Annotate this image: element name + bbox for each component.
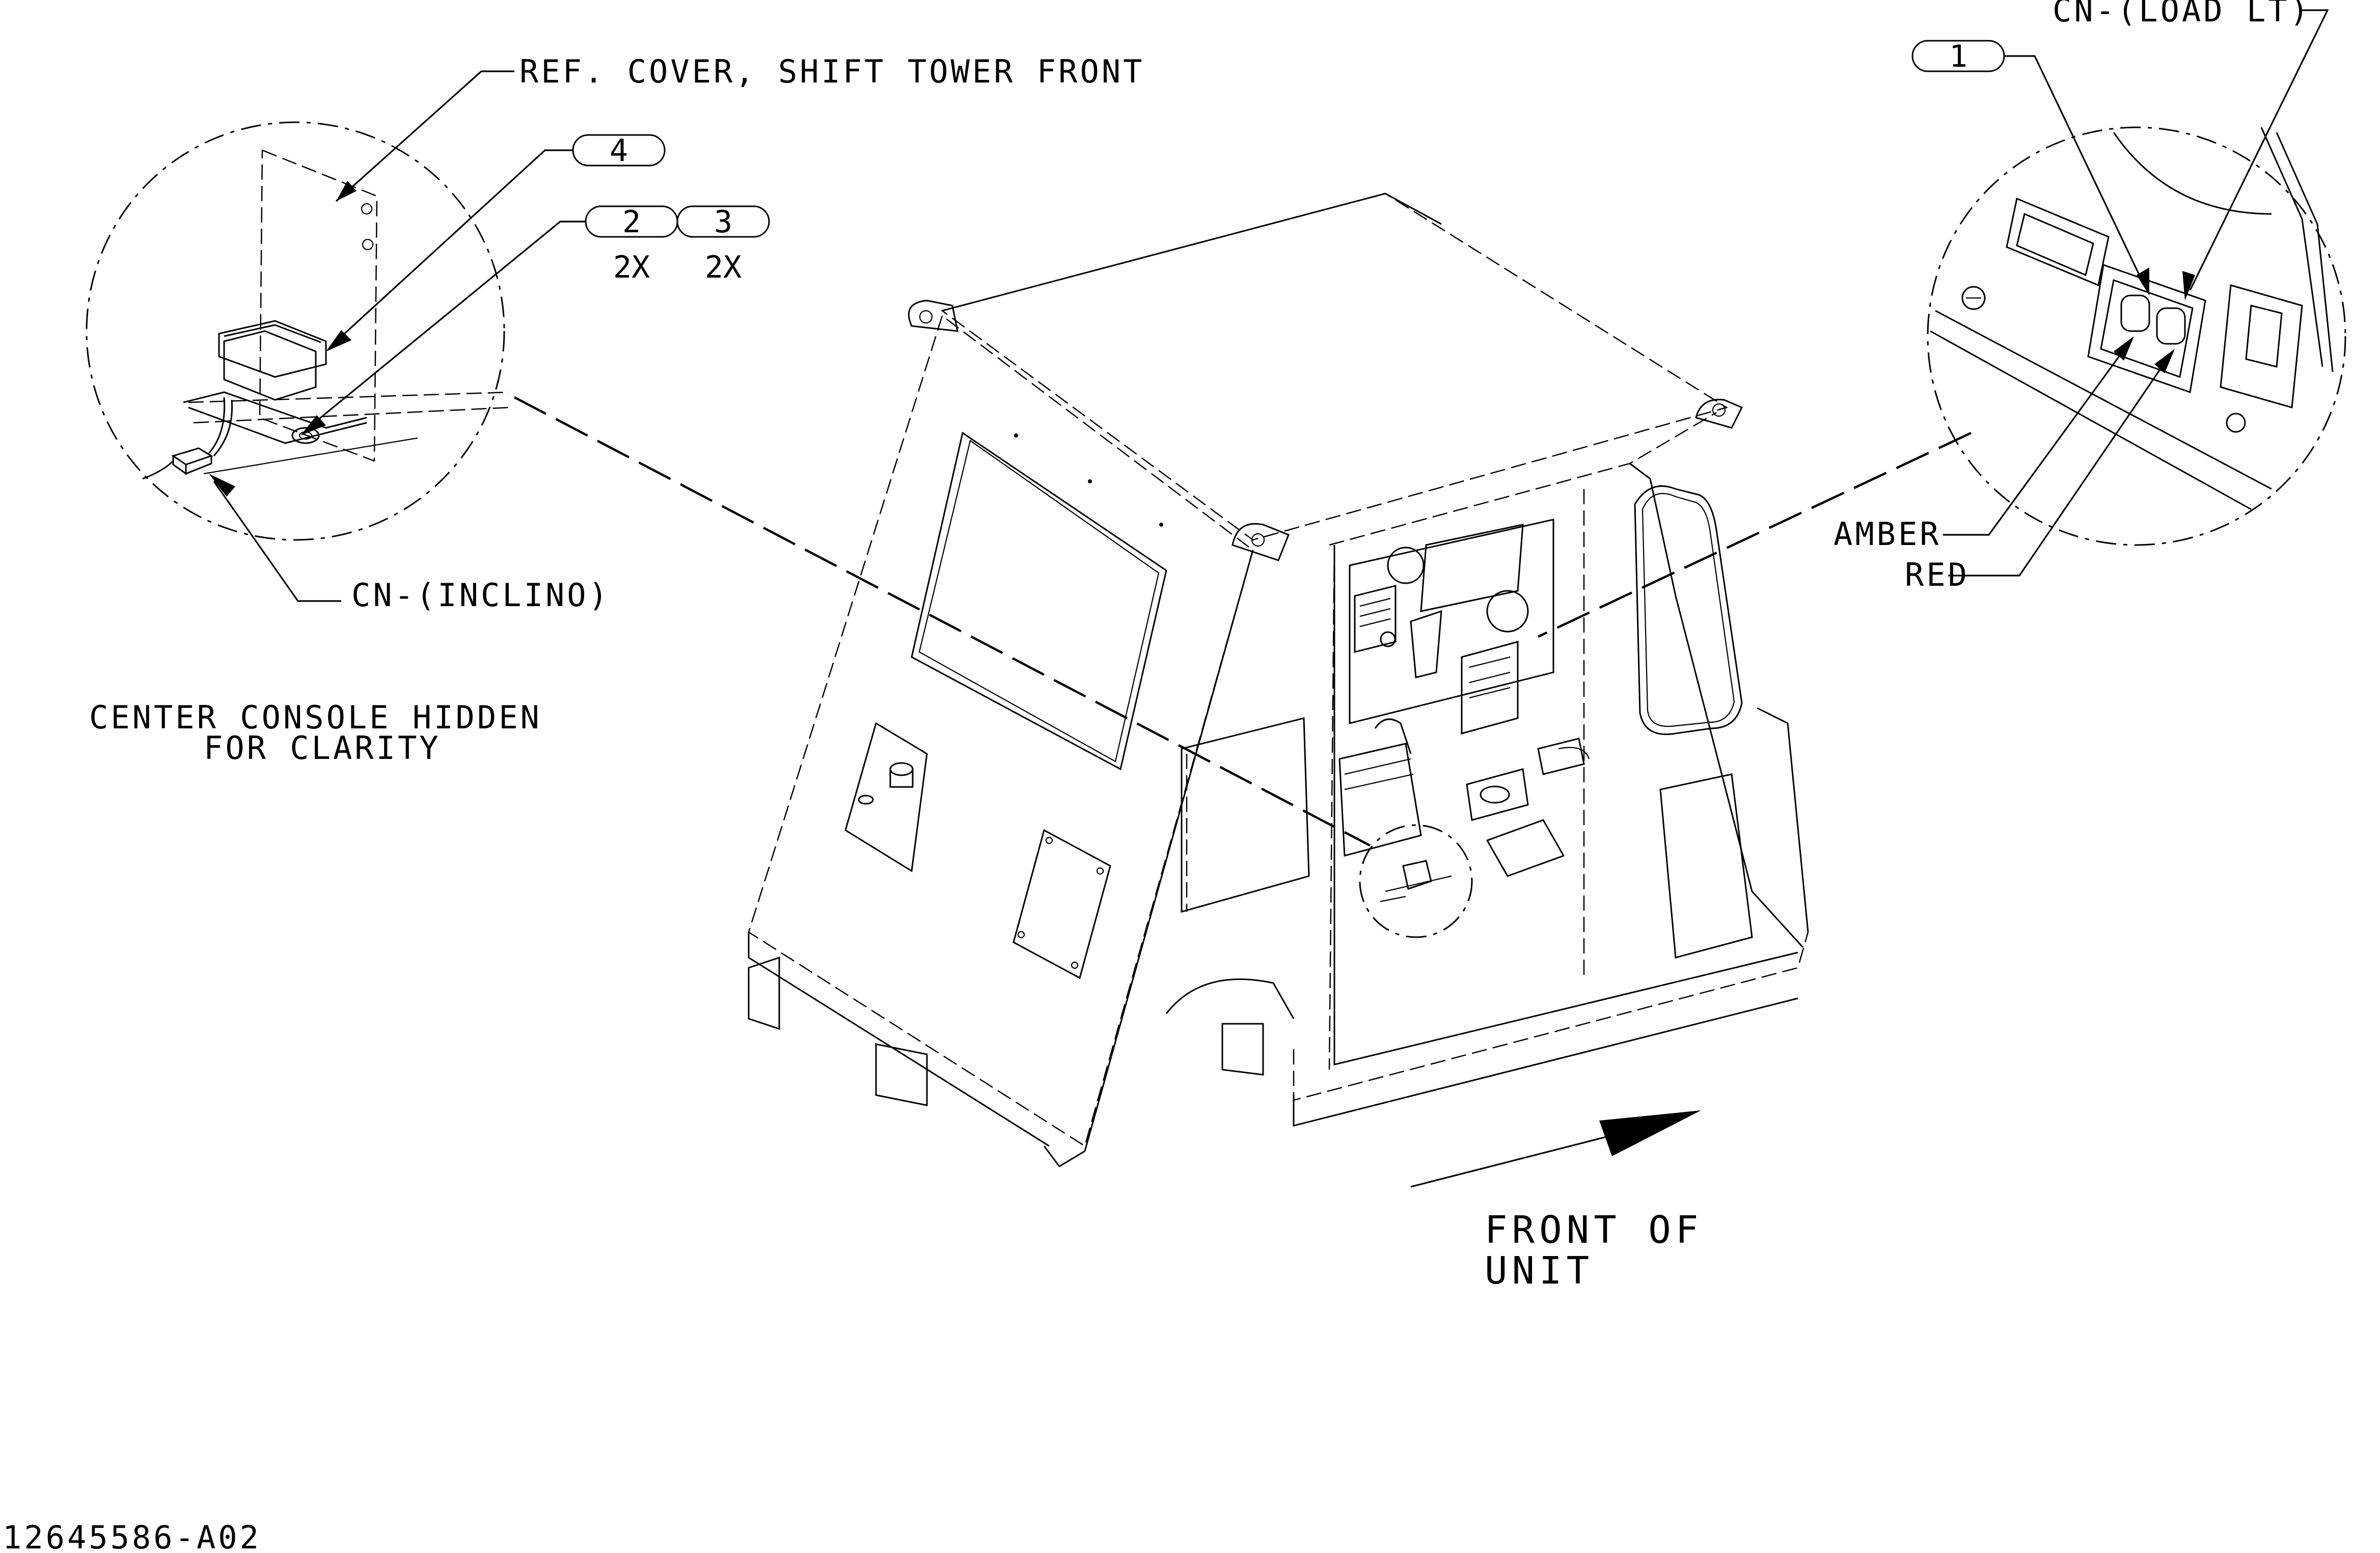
center-console-note-line1: CENTER CONSOLE HIDDEN xyxy=(89,699,542,736)
inclino-connector xyxy=(171,447,213,466)
cab-roof xyxy=(941,193,1729,541)
gauge-cluster xyxy=(1420,524,1524,612)
ref-cover-label: REF. COVER, SHIFT TOWER FRONT xyxy=(519,53,1145,90)
balloon-item-3: 3 xyxy=(676,204,770,240)
rear-access-panel xyxy=(844,722,928,873)
right-switch-panel xyxy=(1461,641,1519,734)
qty-item-2: 2X xyxy=(613,250,650,285)
left-detail-view xyxy=(86,121,510,541)
shift-tower-cover xyxy=(259,149,378,462)
left-switch-panel xyxy=(1354,585,1397,653)
inclinometer-location-circle xyxy=(1359,824,1473,938)
inclinometer-sensor xyxy=(223,330,317,401)
base-skid-center xyxy=(875,1043,928,1106)
interior-light-unit xyxy=(1486,590,1529,633)
left-detail-callout-line xyxy=(513,396,1371,847)
center-console-note-line2: FOR CLARITY xyxy=(204,729,441,767)
svg-text:1: 1 xyxy=(1949,39,1967,74)
right-detail-circle xyxy=(1927,126,2346,546)
balloon-item-2: 2 xyxy=(585,204,678,240)
left-leaders xyxy=(209,70,586,602)
qty-item-3: 2X xyxy=(705,250,742,285)
floor-pedal xyxy=(1466,768,1529,821)
left-detail-circle xyxy=(86,121,505,541)
side-door-window xyxy=(1634,485,1743,735)
rear-cover-panel xyxy=(1013,829,1111,979)
left-balloons: 4 2 3 2X 2X xyxy=(572,133,770,285)
balloon-item-1: 1 xyxy=(1911,39,2005,74)
shift-tower xyxy=(1338,743,1422,857)
front-of-unit-label-line1: FRONT OF xyxy=(1485,1208,1703,1252)
side-panel xyxy=(1181,717,1310,913)
right-detail-view xyxy=(1927,126,2346,546)
base-skid-left xyxy=(748,956,780,1030)
lifting-lug xyxy=(908,299,959,332)
front-arrow xyxy=(1599,1110,1701,1156)
door-lower-panel xyxy=(1659,773,1753,959)
red-lamp xyxy=(2156,307,2186,345)
rocker-switch xyxy=(2220,284,2303,408)
balloon-item-4: 4 xyxy=(572,133,666,169)
cab-rear-wall xyxy=(748,314,1254,1147)
red-label: RED xyxy=(1905,556,1969,593)
rear-window xyxy=(911,431,1167,771)
front-of-unit-indicator xyxy=(1410,1110,1701,1188)
right-leaders xyxy=(1943,9,2329,577)
operator-cab xyxy=(748,193,1809,1167)
load-light-connector-label: CN-(LOAD LT) xyxy=(2053,0,2311,29)
mounting-bolt xyxy=(291,427,320,444)
right-detail-callout-line xyxy=(1538,431,1972,638)
svg-text:3: 3 xyxy=(714,204,732,240)
svg-text:2: 2 xyxy=(622,204,641,240)
dashboard xyxy=(1349,519,1554,724)
front-of-unit-label-line2: UNIT xyxy=(1485,1249,1594,1293)
amber-label: AMBER xyxy=(1834,515,1941,553)
load-light-housing xyxy=(2087,263,2206,394)
amber-lamp xyxy=(2120,294,2150,332)
drawing-number: 12645586-A02 xyxy=(3,1519,261,1553)
inclino-connector-label: CN-(INCLINO) xyxy=(351,577,610,614)
svg-text:4: 4 xyxy=(610,133,628,169)
display-cutout xyxy=(2006,197,2110,287)
